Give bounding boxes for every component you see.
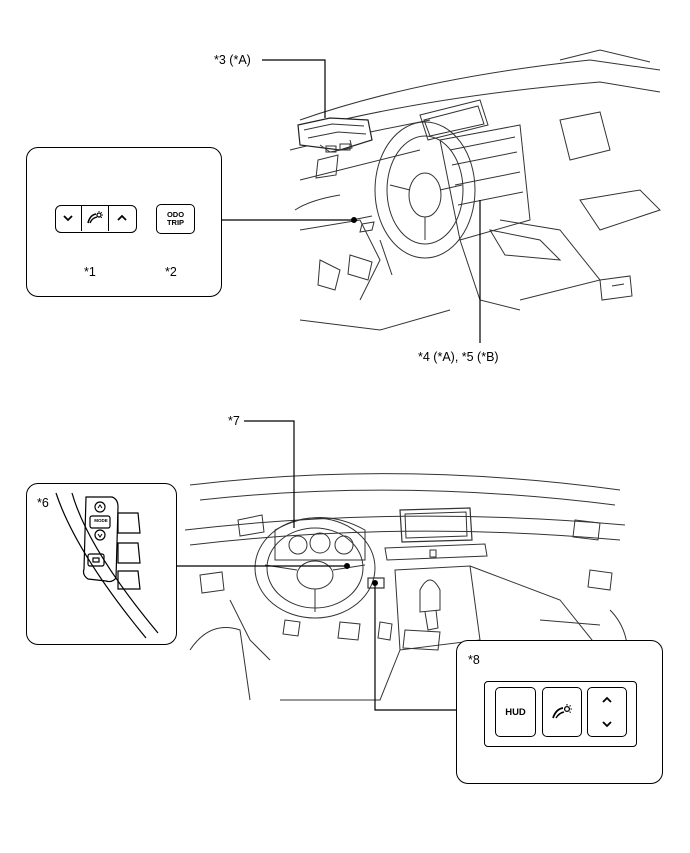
- hud-switch-bezel: [484, 681, 637, 747]
- hud-position-switch[interactable]: [587, 687, 627, 737]
- label-6: *6: [37, 496, 49, 510]
- chevron-up-icon[interactable]: [109, 205, 135, 231]
- odo-trip-button[interactable]: ODO TRIP: [156, 204, 195, 234]
- label-8: *8: [468, 653, 480, 667]
- leader-7: [244, 420, 295, 528]
- hud-button-label: HUD: [505, 706, 526, 718]
- chevron-down-icon[interactable]: [601, 720, 613, 728]
- leader-dot-6: [344, 562, 351, 569]
- inset-panel-steering-switch: [26, 483, 177, 645]
- steering-switch-drawing: [55, 492, 159, 639]
- chevron-down-icon[interactable]: [55, 205, 82, 231]
- label-3: *3 (*A): [214, 53, 251, 67]
- leader-dot-8: [372, 579, 379, 586]
- illumination-icon[interactable]: [82, 205, 109, 231]
- trip-label: TRIP: [166, 218, 185, 227]
- label-4-5: *4 (*A), *5 (*B): [418, 350, 499, 364]
- mode-button-text: MODE: [94, 518, 108, 523]
- chevron-up-icon[interactable]: [601, 696, 613, 704]
- chevron-up-icon-glyph: [117, 214, 127, 221]
- label-2: *2: [165, 265, 177, 279]
- chevron-down-icon-glyph: [63, 215, 73, 222]
- hud-button[interactable]: HUD: [495, 687, 536, 737]
- leader-8: [374, 585, 456, 711]
- label-7: *7: [228, 414, 240, 428]
- illumination-icon-glyph: [87, 211, 103, 224]
- label-1: *1: [84, 265, 96, 279]
- illumination-icon: [552, 704, 572, 719]
- leader-3: [262, 59, 326, 118]
- leader-dot-panel-1: [351, 217, 358, 224]
- odo-label: ODO: [166, 210, 185, 219]
- illumination-button[interactable]: [542, 687, 582, 737]
